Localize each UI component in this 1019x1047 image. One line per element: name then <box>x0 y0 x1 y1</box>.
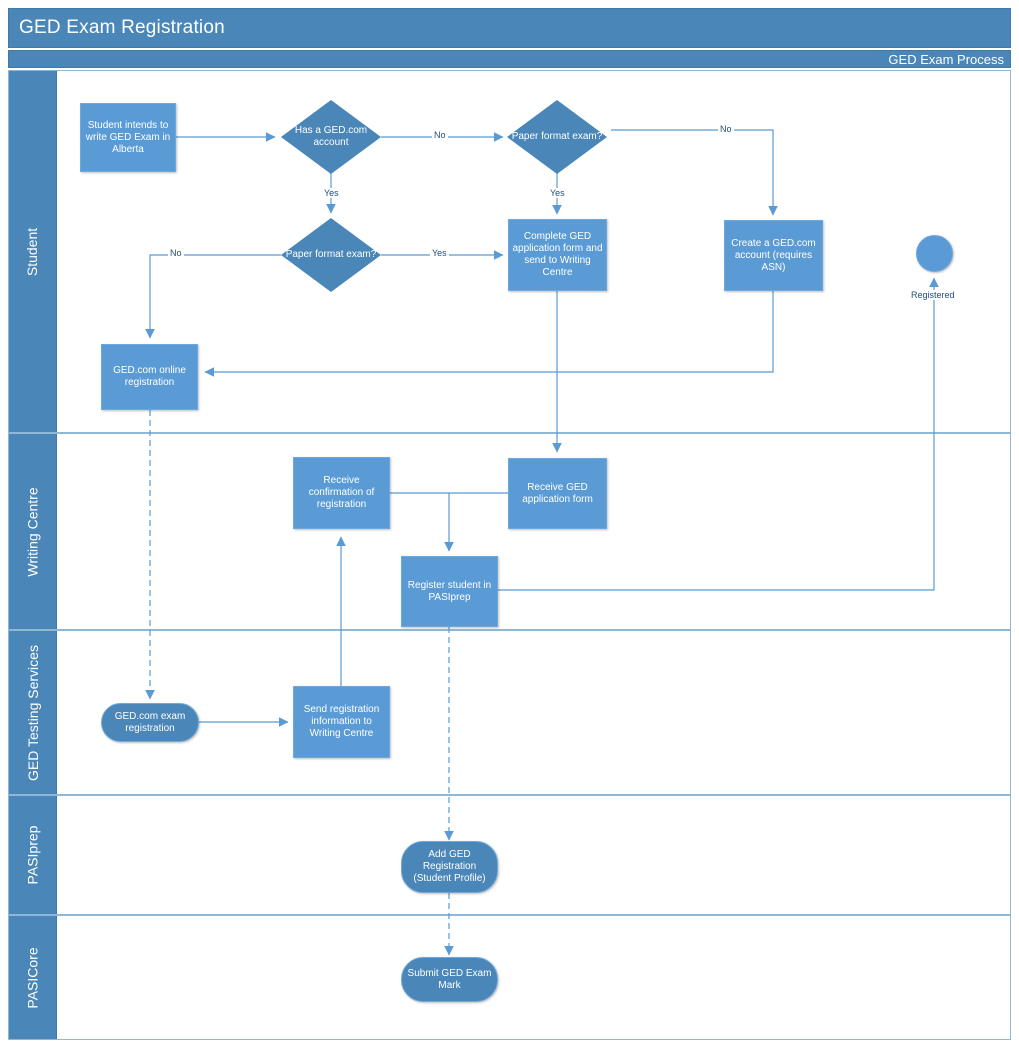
node-paper-format-top-label: Paper format exam? <box>511 131 603 142</box>
node-submit-ged-exam-mark[interactable]: Submit GED Exam Mark <box>401 957 498 1002</box>
edge-label-has-account-no: No <box>432 130 448 140</box>
edge-label-paper-top-no: No <box>718 124 734 134</box>
edge-label-paper-mid-yes: Yes <box>430 248 449 258</box>
lane-header-writing-centre: Writing Centre <box>9 434 57 629</box>
node-gedcom-exam-registration[interactable]: GED.com exam registration <box>101 703 199 742</box>
phase-bar: GED Exam Process <box>8 50 1011 68</box>
node-registered-end[interactable] <box>916 235 953 272</box>
node-gedcom-online-registration[interactable]: GED.com online registration <box>101 344 198 410</box>
node-student-intends[interactable]: Student intends to write GED Exam in Alb… <box>80 103 176 172</box>
node-receive-application-form[interactable]: Receive GED application form <box>508 458 607 529</box>
node-paper-format-decision-mid[interactable]: Paper format exam? <box>281 218 381 292</box>
node-complete-application-form[interactable]: Complete GED application form and send t… <box>508 219 607 291</box>
node-add-ged-registration[interactable]: Add GED Registration (Student Profile) <box>401 841 498 893</box>
phase-label: GED Exam Process <box>888 51 1004 67</box>
lane-header-ged-testing-services: GED Testing Services <box>9 631 57 794</box>
node-paper-format-decision-top[interactable]: Paper format exam? <box>507 100 607 174</box>
lane-pasicore: PASICore <box>8 915 1011 1040</box>
lane-pasiprep: PASIprep <box>8 795 1011 915</box>
lane-header-student: Student <box>9 71 57 432</box>
node-receive-confirmation[interactable]: Receive confirmation of registration <box>293 457 390 529</box>
node-register-student-pasiprep[interactable]: Register student in PASIprep <box>401 556 498 627</box>
page-title: GED Exam Registration <box>19 17 225 38</box>
edge-label-registered: Registered <box>909 290 957 300</box>
lane-header-pasicore: PASICore <box>9 916 57 1039</box>
node-create-ged-account[interactable]: Create a GED.com account (requires ASN) <box>724 220 823 291</box>
edge-label-has-account-yes: Yes <box>322 188 341 198</box>
edge-label-paper-mid-no: No <box>168 248 184 258</box>
diagram-title-bar: GED Exam Registration <box>8 8 1011 48</box>
edge-label-paper-top-yes: Yes <box>548 188 567 198</box>
lane-header-pasiprep: PASIprep <box>9 796 57 914</box>
node-send-registration-info[interactable]: Send registration information to Writing… <box>293 686 390 758</box>
node-paper-format-mid-label: Paper format exam? <box>285 249 377 260</box>
node-has-ged-account-decision[interactable]: Has a GED.com account <box>281 100 381 174</box>
node-has-ged-account-label: Has a GED.com account <box>294 125 368 148</box>
